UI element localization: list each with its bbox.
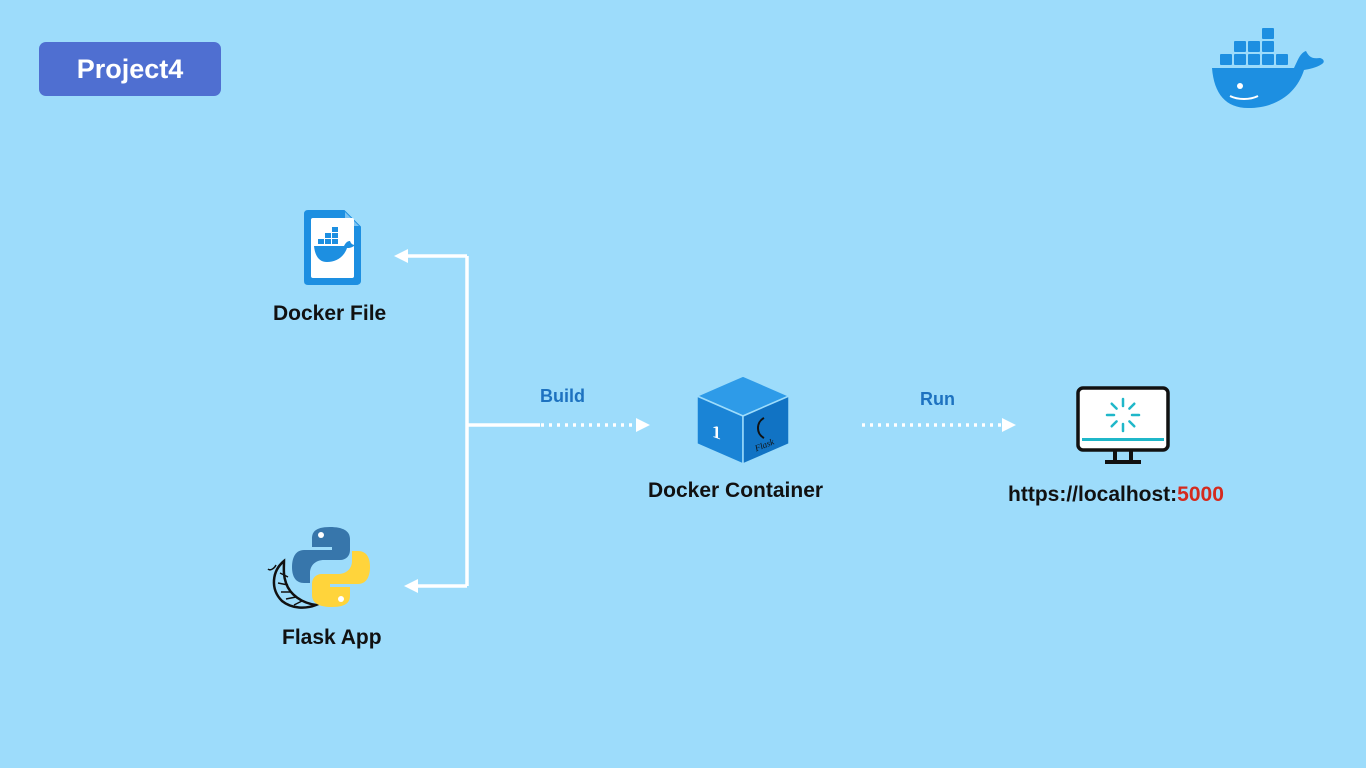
localhost-url-prefix: https://localhost: bbox=[1008, 483, 1178, 506]
docker-whale-logo-icon bbox=[1212, 28, 1324, 108]
flask-app-label: Flask App bbox=[282, 626, 382, 649]
project-badge: Project4 bbox=[39, 42, 221, 96]
docker-container-label: Docker Container bbox=[648, 479, 824, 502]
monitor-loading-icon bbox=[1076, 386, 1170, 464]
docker-file-icon bbox=[304, 210, 361, 285]
run-label: Run bbox=[920, 389, 955, 409]
cube-number: 1 bbox=[712, 421, 721, 445]
docker-container-cube-icon: 1 Flask bbox=[695, 375, 791, 466]
project-badge-label: Project4 bbox=[76, 53, 184, 84]
docker-file-label: Docker File bbox=[273, 302, 387, 325]
build-label: Build bbox=[540, 386, 585, 406]
localhost-url-port: 5000 bbox=[1177, 483, 1224, 506]
localhost-url: https://localhost:5000 bbox=[1008, 483, 1224, 507]
flask-python-icon bbox=[267, 527, 370, 609]
